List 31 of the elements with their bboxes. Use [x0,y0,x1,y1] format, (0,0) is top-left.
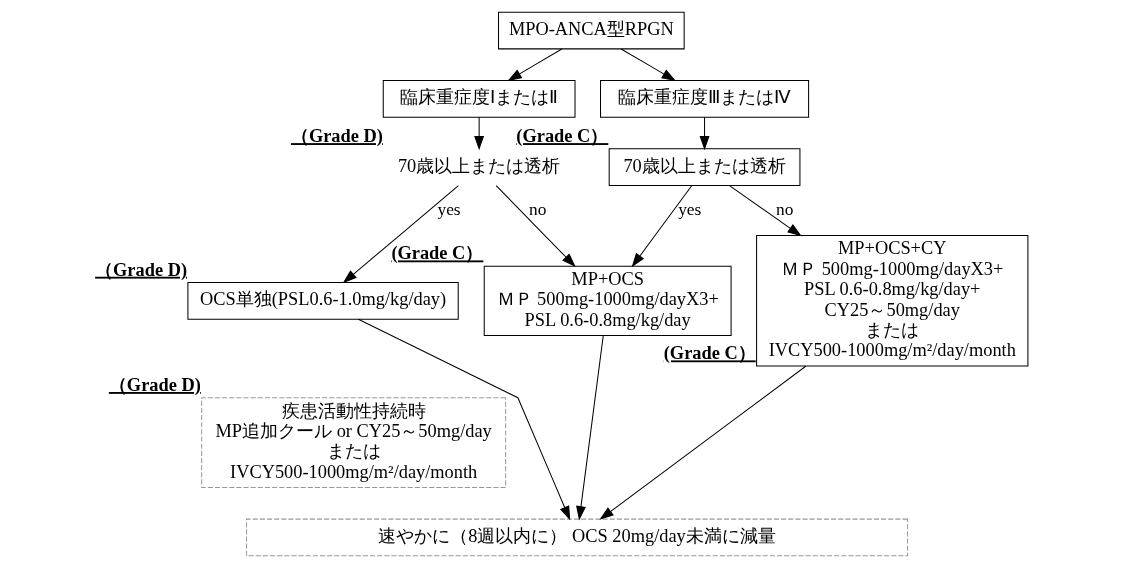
edge-label: yes [437,199,461,219]
node-label: (Grade C） [516,126,609,147]
arrow [507,48,563,82]
edge-label: no [529,199,547,219]
arrow [474,116,485,151]
node-label: (Grade C） [663,343,756,364]
node-box: 疾患活動性持続時 MP追加クール or CY25～50mg/day または IVCY500-1000mg/m²/day/month [201,397,507,488]
arrow [342,185,459,284]
node-label: （Grade D) [95,259,188,280]
node-box: 70歳以上または透析 [608,148,801,187]
edge-label: yes [678,199,702,219]
node-box: OCS単独(PSL0.6-1.0mg/kg/day) [187,281,459,320]
node-label: （Grade D) [108,375,201,395]
node-label: （Grade D) [290,126,383,147]
arrow [699,116,710,151]
edge-label: no [775,199,794,219]
arrow [728,185,802,237]
arrow [357,318,571,521]
node-box: 臨床重症度ⅢまたはⅣ [600,80,810,118]
arrow [620,48,676,82]
arrow [495,185,576,268]
node-text: 70歳以上または透析 [397,155,561,176]
node-box: 臨床重症度ⅠまたはⅡ [382,80,576,118]
node-label: (Grade C） [391,243,484,264]
arrow [631,185,693,268]
arrow [576,335,604,521]
arrow [599,365,807,520]
node-box: MP+OCS ＭＰ 500mg-1000mg/dayX3+ PSL 0.6-0.8mg/kg/day [483,265,732,336]
node-box: MP+OCS+CY ＭＰ 500mg-1000mg/dayX3+ PSL 0.6-0.8mg/kg/day+ CY25～50mg/day または IVCY500-1000mg/m²/day/month [756,235,1029,367]
node-box: 速やかに（8週以内に） OCS 20mg/day未満に減量 [246,518,909,557]
node-box: MPO-ANCA型RPGN [498,11,685,50]
